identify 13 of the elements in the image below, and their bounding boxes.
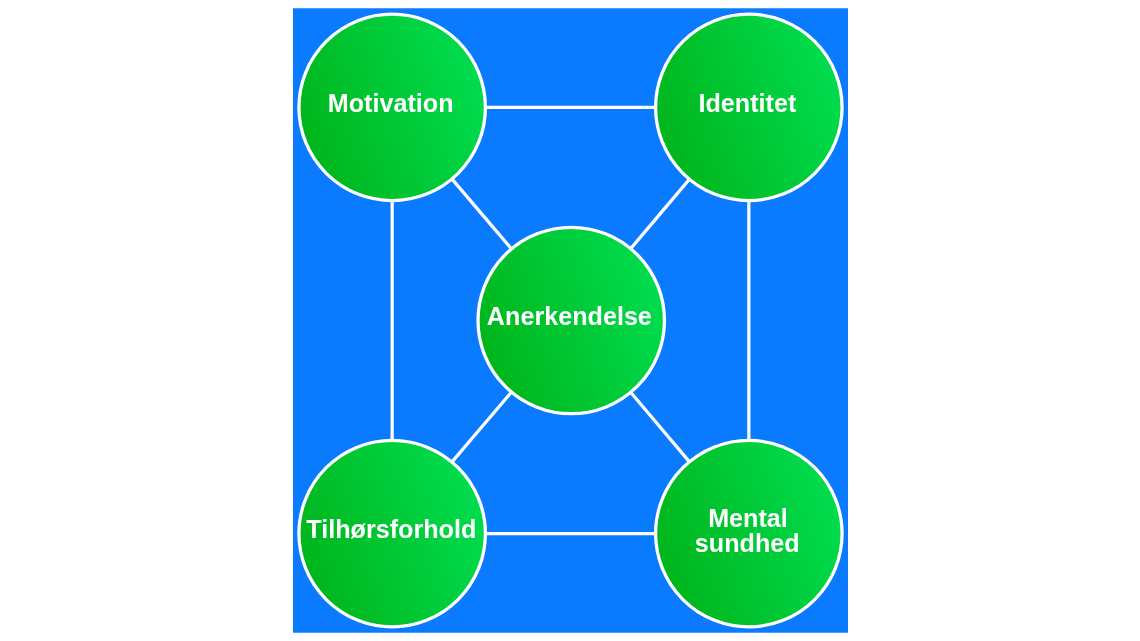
connector: [485, 105, 655, 109]
node-circle: Motivation: [296, 12, 487, 203]
node-circle: Tilhørsforhold: [296, 438, 487, 629]
node-circle: Mental sundhed: [653, 438, 844, 629]
connector: [450, 391, 512, 463]
connector: [450, 178, 512, 250]
node-circle: Identitet: [653, 12, 844, 203]
connector: [485, 532, 655, 536]
connector: [629, 178, 690, 250]
connector: [629, 391, 690, 463]
connector: [390, 200, 394, 441]
connector: [746, 200, 750, 441]
node-circle: Anerkendelse: [475, 225, 666, 416]
